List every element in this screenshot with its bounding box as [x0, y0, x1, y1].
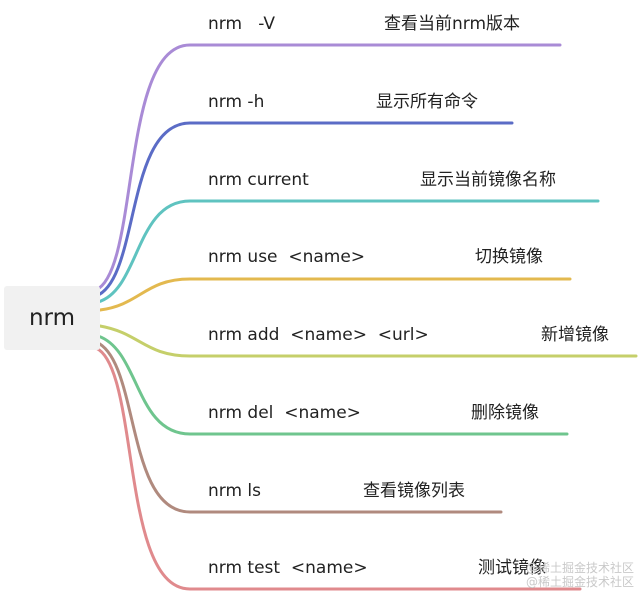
- root-node: nrm: [4, 286, 100, 350]
- command-label: nrm -V: [208, 14, 276, 34]
- branch-connector-nrm-test: [94, 346, 582, 591]
- branch-connector-nrm-current: [96, 199, 600, 304]
- root-node-label: nrm: [28, 305, 76, 331]
- command-label: nrm -h: [208, 92, 265, 112]
- description-label: 显示所有命令: [376, 92, 478, 112]
- command-label: nrm test <name>: [208, 558, 368, 578]
- watermark: @稀土掘金技术社区 @稀土掘金技术社区: [526, 561, 634, 589]
- description-label: 显示当前镜像名称: [420, 170, 556, 190]
- branch-connector-nrm-h: [94, 121, 514, 298]
- branch-connector-nrm-del: [96, 334, 569, 436]
- description-label: 删除镜像: [471, 403, 539, 423]
- watermark-line: @稀土掘金技术社区: [525, 561, 634, 575]
- command-label: nrm ls: [208, 481, 262, 501]
- watermark-line: @稀土掘金技术社区: [525, 575, 634, 589]
- branch-connector-nrm-use: [98, 277, 572, 312]
- branch-connector-nrm-ls: [94, 340, 503, 514]
- description-label: 查看当前nrm版本: [384, 14, 521, 34]
- description-label: 查看镜像列表: [363, 481, 465, 501]
- branch-connector-nrm-add: [98, 324, 638, 358]
- command-label: nrm current: [208, 170, 309, 190]
- description-label: 测试镜像: [478, 558, 546, 578]
- description-label: 切换镜像: [475, 247, 543, 267]
- branch-connector-nrm-v: [94, 43, 562, 292]
- command-label: nrm add <name> <url>: [208, 325, 429, 345]
- command-label: nrm del <name>: [208, 403, 361, 423]
- description-label: 新增镜像: [541, 325, 609, 345]
- command-label: nrm use <name>: [208, 247, 366, 267]
